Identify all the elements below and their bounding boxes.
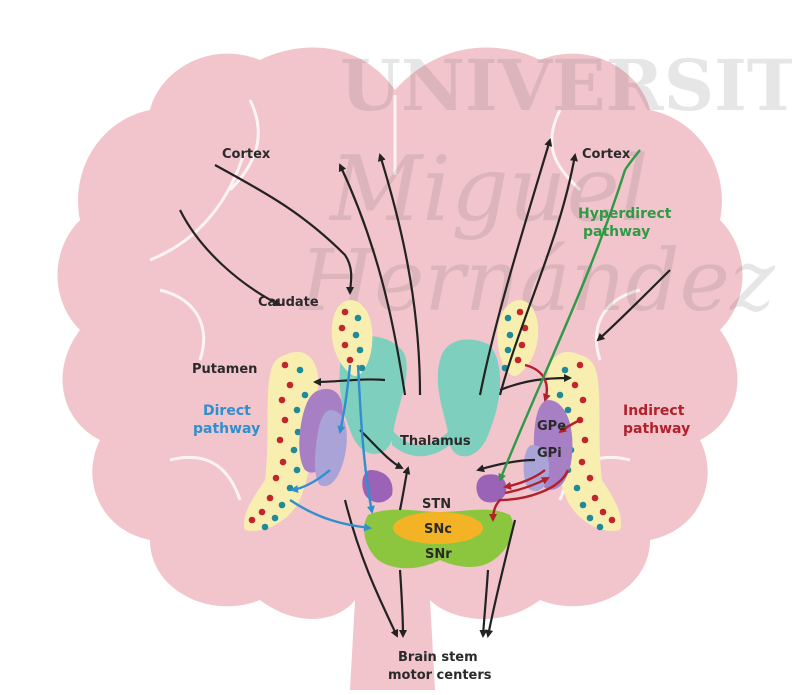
indirect-label-line2: pathway xyxy=(623,421,690,437)
snc-label: SNc xyxy=(424,522,452,537)
striatum-dot xyxy=(262,524,269,531)
brainstem-label-line1: Brain stem xyxy=(398,650,478,665)
striatum-dot xyxy=(353,332,360,339)
watermark-line1: UNIVERSITAS xyxy=(340,44,792,127)
gpi-label: GPi xyxy=(537,446,562,461)
caudate-label: Caudate xyxy=(258,295,319,310)
striatum-dot xyxy=(355,315,362,322)
striatum-dot xyxy=(565,407,572,414)
brainstem-label-line2: motor centers xyxy=(388,668,492,683)
gpe-label: GPe xyxy=(537,419,566,434)
striatum-dot xyxy=(609,517,616,524)
striatum-dot xyxy=(600,509,607,516)
striatum-dot xyxy=(280,459,287,466)
putamen-label: Putamen xyxy=(192,362,257,377)
striatum-dot xyxy=(342,342,349,349)
striatum-dot xyxy=(249,517,256,524)
striatum-dot xyxy=(282,417,289,424)
snr-label: SNr xyxy=(425,547,452,562)
striatum-dot xyxy=(580,502,587,509)
striatum-dot xyxy=(587,475,594,482)
striatum-dot xyxy=(273,475,280,482)
striatum-dot xyxy=(287,382,294,389)
cortex-left-label: Cortex xyxy=(222,147,271,162)
striatum-dot xyxy=(597,524,604,531)
striatum-dot xyxy=(277,437,284,444)
thalamus-label: Thalamus xyxy=(400,434,471,449)
striatum-dot xyxy=(580,397,587,404)
striatum-dot xyxy=(357,347,364,354)
striatum-dot xyxy=(577,362,584,369)
cortex-right-label: Cortex xyxy=(582,147,631,162)
striatum-dot xyxy=(582,437,589,444)
striatum-dot xyxy=(359,365,366,372)
striatum-dot xyxy=(291,447,298,454)
striatum-dot xyxy=(515,357,522,364)
hyperdirect-label-line2: pathway xyxy=(583,224,650,240)
striatum-dot xyxy=(302,392,309,399)
striatum-dot xyxy=(267,495,274,502)
striatum-dot xyxy=(517,309,524,316)
striatum-dot xyxy=(342,309,349,316)
striatum-dot xyxy=(259,509,266,516)
striatum-dot xyxy=(505,315,512,322)
striatum-dot xyxy=(282,362,289,369)
striatum-dot xyxy=(294,467,301,474)
direct-label-line2: pathway xyxy=(193,421,260,437)
striatum-dot xyxy=(587,515,594,522)
direct-label-line1: Direct xyxy=(203,403,251,419)
striatum-dot xyxy=(579,459,586,466)
striatum-dot xyxy=(574,485,581,492)
striatum-dot xyxy=(279,397,286,404)
striatum-dot xyxy=(572,382,579,389)
indirect-label-line1: Indirect xyxy=(623,403,685,419)
striatum-dot xyxy=(297,367,304,374)
striatum-dot xyxy=(279,502,286,509)
striatum-dot xyxy=(519,342,526,349)
striatum-dot xyxy=(339,325,346,332)
hyperdirect-label-line1: Hyperdirect xyxy=(578,206,672,222)
striatum-dot xyxy=(272,515,279,522)
striatum-dot xyxy=(347,357,354,364)
stn-label: STN xyxy=(422,497,451,512)
striatum-dot xyxy=(592,495,599,502)
striatum-dot xyxy=(557,392,564,399)
watermark-line3: Hernández xyxy=(298,232,776,331)
striatum-dot xyxy=(562,367,569,374)
striatum-dot xyxy=(507,332,514,339)
striatum-dot xyxy=(505,347,512,354)
striatum-dot xyxy=(294,407,301,414)
